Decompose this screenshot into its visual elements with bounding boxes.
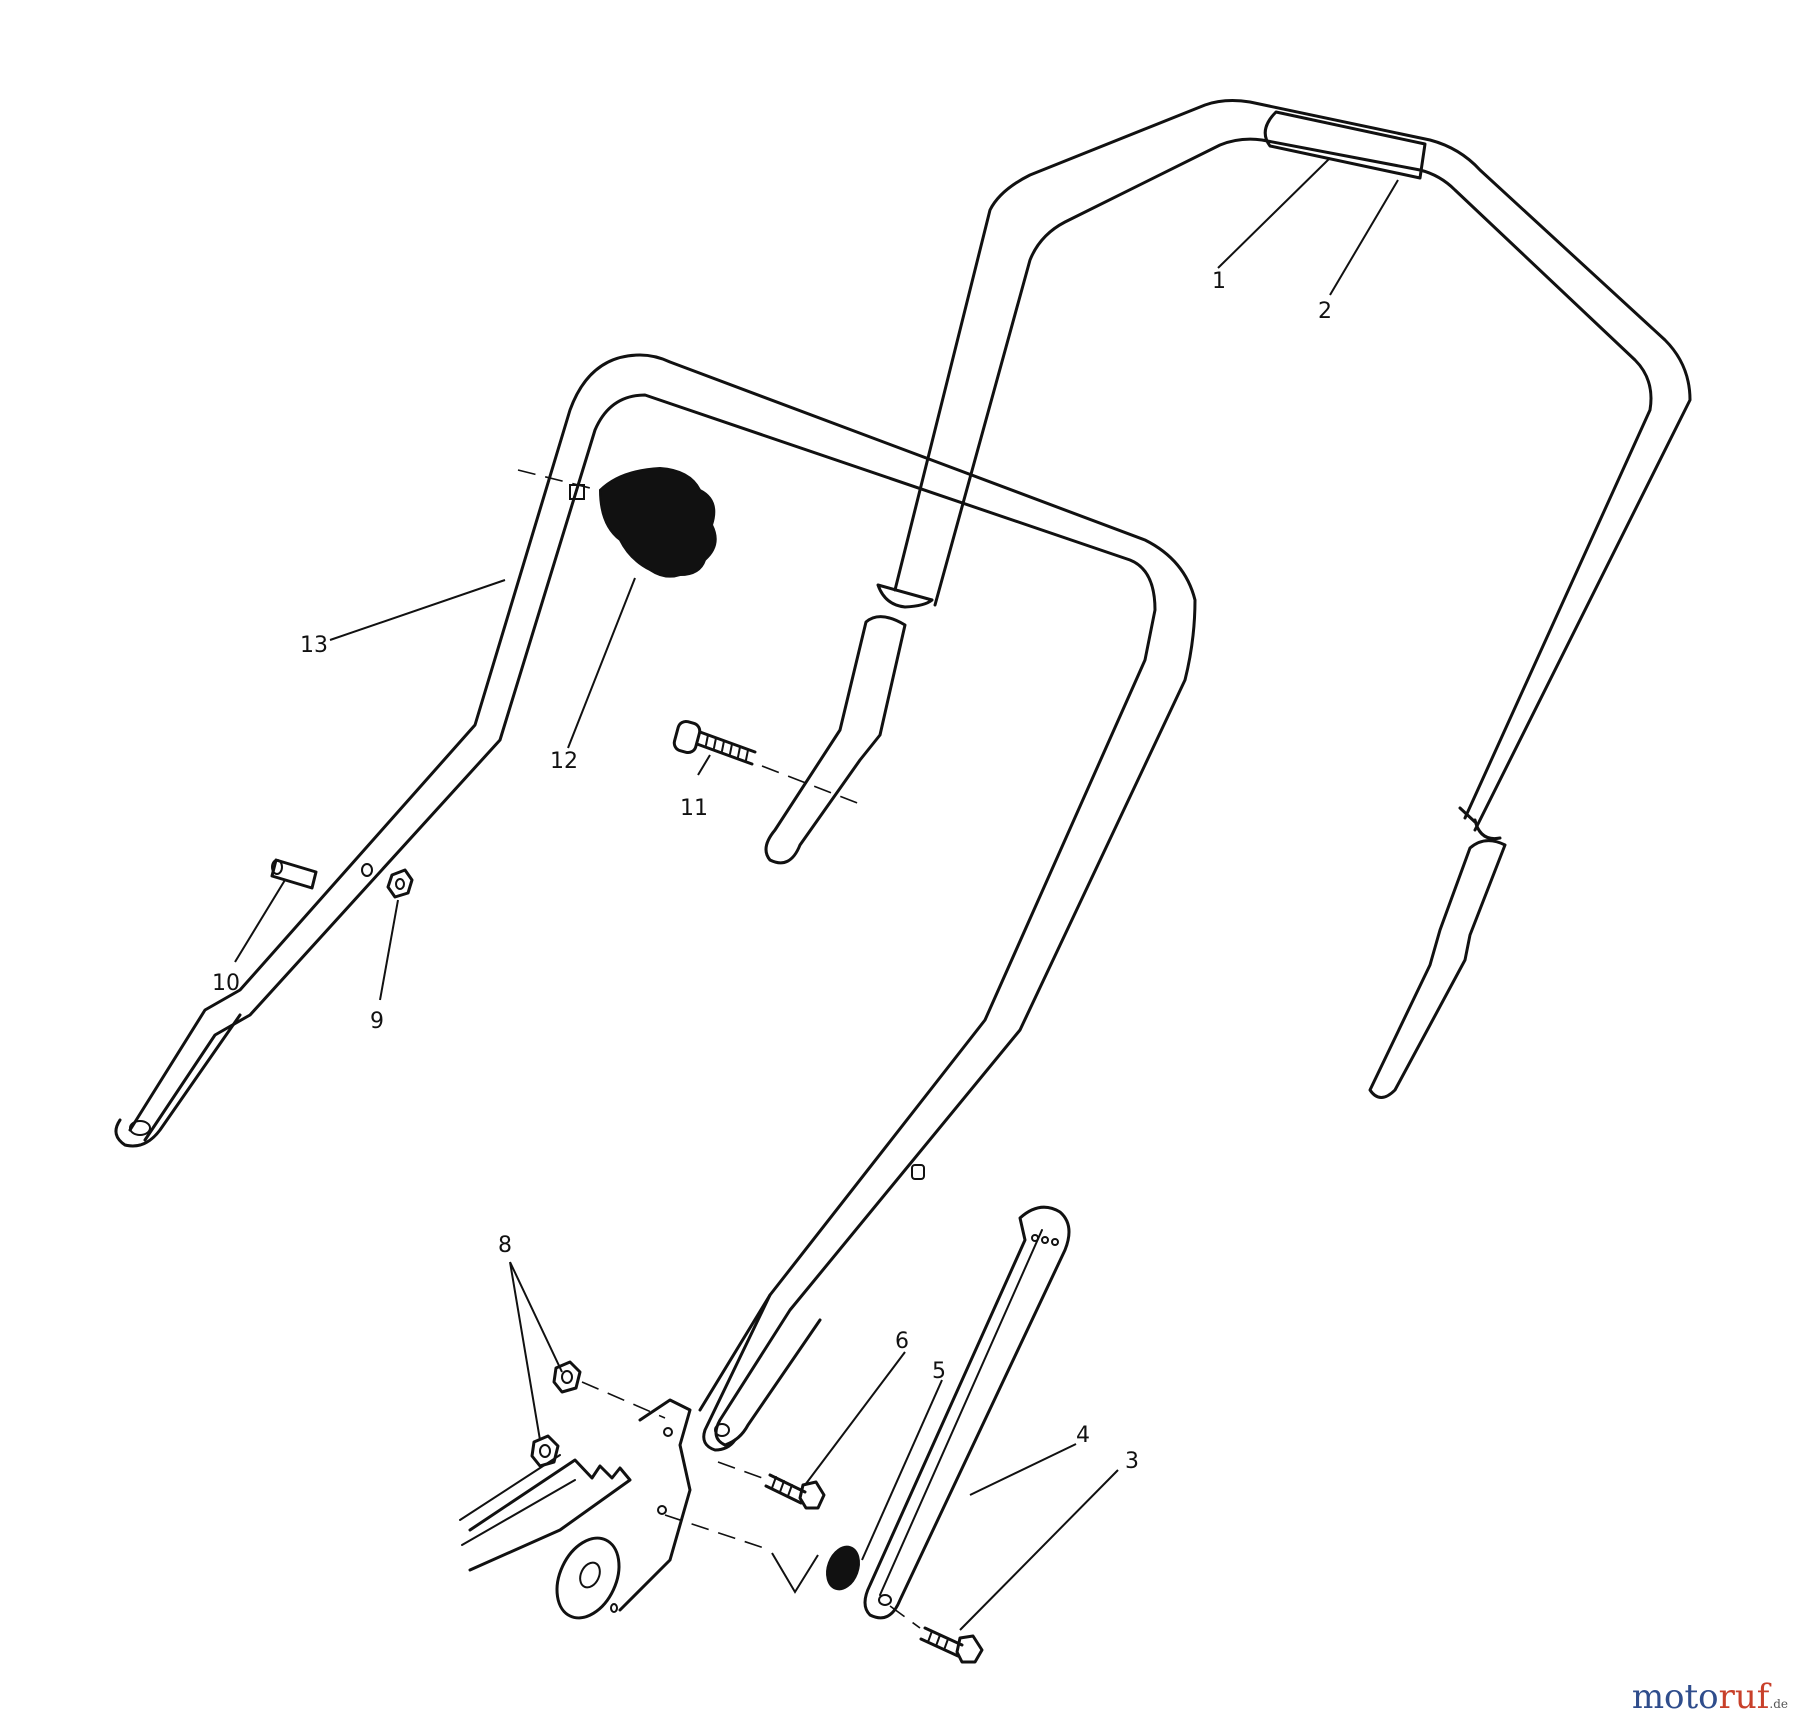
adjust-rod	[863, 1205, 1071, 1620]
nuts-8	[530, 1360, 666, 1468]
leader-6	[804, 1351, 906, 1486]
callouts: 1 2 3 4 5 6 8 9 10 11 12 13	[212, 269, 1332, 1474]
lower-handle-inner	[143, 393, 1157, 1412]
lower-handle-outer	[128, 353, 1197, 1447]
nut-9-hex	[386, 868, 414, 899]
callout-12: 12	[550, 749, 578, 774]
bolt-6-thread	[771, 1476, 793, 1497]
bracket-ratchet	[468, 1458, 632, 1572]
lower-handle-left-hole	[129, 1120, 151, 1136]
carriage-bolt-thread	[705, 734, 749, 761]
carriage-bolt	[672, 719, 866, 807]
bracket-hole-upper	[663, 1427, 673, 1437]
nut-9-hole	[395, 878, 405, 890]
wheel-hub-center	[579, 1561, 601, 1589]
adjust-rod-groove	[879, 1229, 1043, 1596]
callout-3: 3	[1125, 1449, 1139, 1474]
nut-8-upper-axis	[581, 1381, 666, 1419]
callout-5: 5	[932, 1359, 946, 1384]
nut-8-upper	[552, 1360, 582, 1394]
leader-12	[567, 577, 636, 749]
upper-handle-inner	[933, 137, 1653, 820]
pin	[270, 858, 318, 890]
spacer-body	[826, 1545, 860, 1591]
bracket-small-hole	[610, 1603, 618, 1613]
lower-handle	[114, 353, 1197, 1452]
rod-hole-c	[1051, 1238, 1059, 1246]
bracket-axis-lower	[664, 1514, 771, 1551]
upper-handle-outer	[893, 99, 1692, 832]
bolt-6-axis	[717, 1461, 769, 1481]
bracket-deck-edge	[459, 1454, 576, 1546]
lower-handle-left-foot	[114, 1013, 242, 1148]
callout-4: 4	[1076, 1423, 1090, 1448]
upper-handle-left-break	[876, 583, 934, 609]
nut-9	[386, 868, 414, 899]
leader-10	[234, 879, 286, 963]
upper-handle-right-tube	[1368, 839, 1507, 1099]
bracket-plate	[618, 1398, 692, 1612]
bracket-hole-lower	[657, 1505, 667, 1515]
knob-body	[598, 466, 717, 578]
bolt-3-head	[955, 1634, 984, 1664]
bolt-3-axis	[889, 1605, 921, 1629]
bolt-6-head	[798, 1480, 826, 1510]
bolt-6	[717, 1461, 826, 1510]
nut-8-lower	[530, 1434, 560, 1468]
callout-10: 10	[212, 971, 240, 996]
leader-9	[379, 899, 399, 1001]
knob-axis	[517, 469, 599, 491]
nut-8-upper-hole	[561, 1370, 573, 1384]
leader-8	[509, 1261, 563, 1441]
lower-handle-right-hole	[714, 1423, 730, 1437]
leader-2	[1329, 179, 1399, 296]
knob	[517, 466, 717, 578]
upper-handle	[764, 99, 1692, 1099]
handle-grip	[1263, 110, 1427, 180]
callout-1: 1	[1212, 269, 1226, 294]
leader-11	[697, 754, 711, 776]
bolt-3	[889, 1605, 984, 1664]
carriage-bolt-head	[672, 719, 702, 755]
leader-1	[1217, 157, 1331, 269]
callout-9: 9	[370, 1009, 384, 1034]
leader-lines	[234, 157, 1399, 1631]
spacer	[826, 1545, 860, 1591]
rod-bottom-hole	[878, 1594, 892, 1606]
callout-11: 11	[680, 796, 708, 821]
nut-8-lower-hole	[539, 1444, 551, 1458]
leader-3	[959, 1469, 1119, 1631]
watermark-part3: .de	[1769, 1697, 1788, 1711]
callout-6: 6	[895, 1329, 909, 1354]
upper-handle-left-tube	[764, 615, 907, 865]
watermark-part1: moto	[1631, 1677, 1719, 1717]
watermark-part2: ruf	[1718, 1677, 1770, 1717]
rod-hole-a	[1031, 1234, 1039, 1242]
carriage-bolt-shank	[695, 730, 757, 766]
handle-bolt-hole	[361, 863, 373, 877]
carriage-bolt-axis	[761, 765, 866, 807]
bracket-axis-jog	[771, 1552, 819, 1594]
leader-13	[329, 579, 506, 641]
upper-handle-right-break	[1458, 806, 1502, 841]
rod-hole-b	[1041, 1236, 1049, 1244]
handle-peg	[911, 1164, 925, 1180]
pin-end	[271, 859, 283, 875]
wheel-hub	[555, 1536, 621, 1620]
callout-8: 8	[498, 1233, 512, 1258]
watermark-logo: motoruf.de	[1632, 1680, 1788, 1714]
callout-13: 13	[300, 633, 328, 658]
bolt-3-thread	[927, 1630, 949, 1651]
leader-4	[969, 1443, 1077, 1496]
lower-handle-right-foot	[702, 1293, 772, 1452]
deck-bracket	[459, 1398, 819, 1620]
adjust-rod-body	[863, 1205, 1071, 1620]
leader-5	[861, 1379, 943, 1561]
callout-2: 2	[1318, 299, 1332, 324]
